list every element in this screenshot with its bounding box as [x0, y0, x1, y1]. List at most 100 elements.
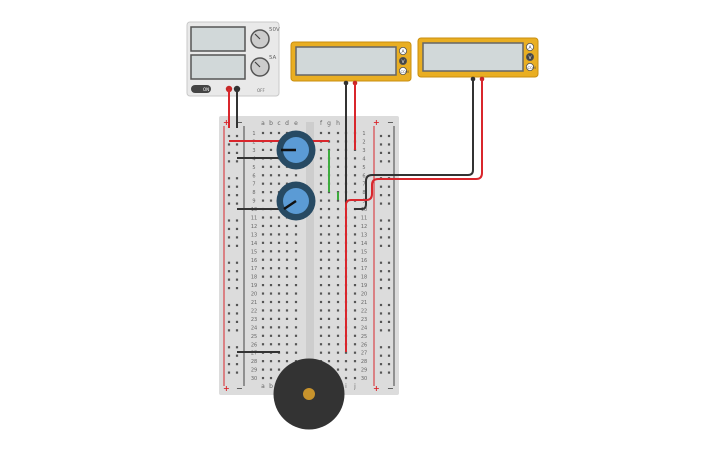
- rail-hole[interactable]: [227, 303, 231, 307]
- breadboard-hole[interactable]: [353, 275, 357, 278]
- breadboard-hole[interactable]: [285, 360, 289, 363]
- breadboard-hole[interactable]: [285, 250, 289, 253]
- breadboard-hole[interactable]: [319, 284, 323, 287]
- breadboard-hole[interactable]: [285, 300, 289, 304]
- breadboard-hole[interactable]: [353, 326, 357, 329]
- rail-hole[interactable]: [387, 160, 391, 163]
- breadboard-hole[interactable]: [319, 233, 323, 236]
- breadboard-hole[interactable]: [277, 368, 281, 371]
- rail-hole[interactable]: [235, 227, 239, 231]
- breadboard-hole[interactable]: [327, 258, 331, 261]
- breadboard-hole[interactable]: [277, 317, 281, 320]
- breadboard-hole[interactable]: [261, 275, 265, 278]
- breadboard-hole[interactable]: [327, 131, 331, 135]
- breadboard-hole[interactable]: [319, 216, 323, 219]
- rail-hole[interactable]: [379, 202, 383, 205]
- breadboard-hole[interactable]: [353, 191, 357, 194]
- breadboard-hole[interactable]: [269, 216, 273, 219]
- breadboard-hole[interactable]: [336, 165, 340, 168]
- breadboard-hole[interactable]: [261, 131, 265, 135]
- rail-hole[interactable]: [379, 219, 383, 222]
- rail-hole[interactable]: [227, 134, 231, 138]
- rail-hole[interactable]: [379, 303, 383, 307]
- breadboard-hole[interactable]: [269, 292, 273, 295]
- breadboard-hole[interactable]: [269, 300, 273, 304]
- rail-hole[interactable]: [235, 363, 239, 366]
- breadboard-hole[interactable]: [319, 207, 323, 211]
- rail-hole[interactable]: [387, 329, 391, 332]
- rail-hole[interactable]: [379, 227, 383, 231]
- rail-hole[interactable]: [235, 134, 239, 138]
- piezo-buzzer[interactable]: [273, 358, 345, 430]
- rail-hole[interactable]: [227, 185, 231, 188]
- breadboard-hole[interactable]: [261, 300, 265, 304]
- breadboard-hole[interactable]: [336, 351, 340, 354]
- breadboard-hole[interactable]: [269, 165, 273, 168]
- rail-hole[interactable]: [235, 244, 239, 247]
- rail-hole[interactable]: [227, 219, 231, 222]
- breadboard-hole[interactable]: [327, 334, 331, 337]
- breadboard-hole[interactable]: [336, 300, 340, 304]
- breadboard-hole[interactable]: [277, 326, 281, 329]
- breadboard-hole[interactable]: [294, 351, 298, 354]
- rail-hole[interactable]: [227, 160, 231, 163]
- rail-hole[interactable]: [235, 320, 239, 323]
- rail-hole[interactable]: [227, 261, 231, 264]
- breadboard-hole[interactable]: [336, 140, 340, 143]
- breadboard-hole[interactable]: [327, 216, 331, 219]
- breadboard-hole[interactable]: [269, 174, 273, 177]
- rail-hole[interactable]: [379, 244, 383, 247]
- breadboard-hole[interactable]: [336, 360, 340, 363]
- breadboard-hole[interactable]: [277, 360, 281, 363]
- breadboard-hole[interactable]: [327, 309, 331, 312]
- breadboard-hole[interactable]: [261, 174, 265, 177]
- breadboard-hole[interactable]: [319, 191, 323, 194]
- rail-hole[interactable]: [387, 244, 391, 247]
- breadboard-hole[interactable]: [285, 224, 289, 228]
- breadboard-hole[interactable]: [269, 250, 273, 253]
- breadboard-hole[interactable]: [261, 191, 265, 194]
- breadboard-hole[interactable]: [261, 292, 265, 295]
- rail-hole[interactable]: [235, 329, 239, 332]
- breadboard-hole[interactable]: [277, 343, 281, 346]
- breadboard-hole[interactable]: [261, 216, 265, 219]
- breadboard-hole[interactable]: [353, 343, 357, 346]
- breadboard-hole[interactable]: [294, 258, 298, 261]
- rail-hole[interactable]: [235, 371, 239, 374]
- breadboard-hole[interactable]: [261, 317, 265, 320]
- breadboard-hole[interactable]: [294, 309, 298, 312]
- rail-hole[interactable]: [387, 194, 391, 197]
- breadboard-hole[interactable]: [285, 284, 289, 287]
- breadboard-hole[interactable]: [261, 309, 265, 312]
- breadboard-hole[interactable]: [336, 326, 340, 329]
- rail-hole[interactable]: [235, 177, 239, 180]
- power-switch[interactable]: [191, 85, 211, 93]
- breadboard-hole[interactable]: [327, 351, 331, 354]
- breadboard-hole[interactable]: [269, 233, 273, 236]
- breadboard-hole[interactable]: [336, 224, 340, 228]
- breadboard-hole[interactable]: [294, 300, 298, 304]
- breadboard-hole[interactable]: [285, 351, 289, 354]
- breadboard-hole[interactable]: [277, 275, 281, 278]
- breadboard-hole[interactable]: [319, 275, 323, 278]
- rail-hole[interactable]: [379, 312, 383, 315]
- rail-hole[interactable]: [235, 160, 239, 163]
- breadboard-hole[interactable]: [277, 241, 281, 244]
- breadboard-hole[interactable]: [269, 334, 273, 337]
- breadboard-hole[interactable]: [285, 241, 289, 244]
- rail-hole[interactable]: [235, 236, 239, 239]
- meter-1-port-com[interactable]: [398, 67, 407, 76]
- rail-hole[interactable]: [227, 270, 231, 273]
- breadboard-hole[interactable]: [277, 174, 281, 177]
- breadboard-hole[interactable]: [261, 376, 265, 380]
- breadboard-hole[interactable]: [277, 267, 281, 270]
- breadboard-hole[interactable]: [285, 267, 289, 270]
- breadboard-hole[interactable]: [327, 317, 331, 320]
- breadboard-hole[interactable]: [319, 182, 323, 185]
- breadboard-hole[interactable]: [319, 317, 323, 320]
- rail-hole[interactable]: [227, 244, 231, 247]
- breadboard-hole[interactable]: [336, 199, 340, 202]
- rail-hole[interactable]: [387, 185, 391, 188]
- breadboard-hole[interactable]: [327, 207, 331, 211]
